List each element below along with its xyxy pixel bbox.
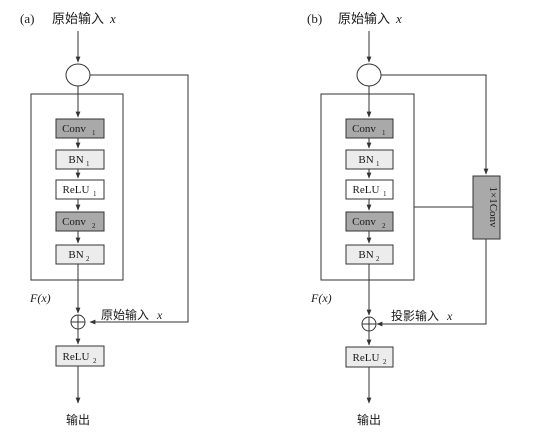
panel-b-projection-block xyxy=(472,175,501,240)
panel-b-bn1-text: BN xyxy=(358,154,373,166)
panel-a-input-var: x xyxy=(109,11,116,26)
panel-b-input-var: x xyxy=(395,11,402,26)
panel-b-relu1-text: ReLU xyxy=(353,184,380,196)
panel-b-shortcut-line-bottom xyxy=(376,239,487,327)
panel-a-bn1-block xyxy=(55,149,105,170)
panel-b-conv1-sub: 1 xyxy=(382,129,386,137)
panel-a-relu2-text: ReLU xyxy=(63,351,90,363)
panel-a-bn1-text: BN xyxy=(68,154,83,166)
panel-b-shortcut-line-top xyxy=(381,74,489,175)
panel-b-bn2-sub: 2 xyxy=(376,255,380,263)
panel-b-relu2-sub: 2 xyxy=(383,358,387,366)
panel-b-label: (b) xyxy=(307,11,322,26)
panel-a-bn2-sub: 2 xyxy=(86,255,90,263)
panel-a-conv2-block xyxy=(55,211,105,232)
panel-b-relu1-sub: 1 xyxy=(383,190,387,198)
panel-a-relu1-block xyxy=(55,179,105,200)
panel-a-label: (a) xyxy=(20,11,34,26)
panel-a-relu2-block xyxy=(55,345,105,367)
panel-a-conv2-text: Conv xyxy=(62,216,86,228)
panel-b-output-label: 输出 xyxy=(357,412,381,427)
panel-b-conv2-text: Conv xyxy=(352,216,376,228)
panel-a-function-label: F(x) xyxy=(29,291,51,305)
panel-a-shortcut-line xyxy=(89,74,189,325)
panel-b-conv2-sub: 2 xyxy=(382,222,386,230)
panel-b-bn2-text: BN xyxy=(358,249,373,261)
panel-a-bn2-text: BN xyxy=(68,249,83,261)
panel-a-conv1-sub: 1 xyxy=(92,129,96,137)
panel-a-shortcut-label: 原始输入 xyxy=(101,307,149,322)
panel-a-output-label: 输出 xyxy=(66,412,90,427)
panel-a-input-label: 原始输入 xyxy=(52,11,104,27)
panel-b-relu2-text: ReLU xyxy=(353,352,380,364)
panel-b-split-node xyxy=(356,63,382,87)
panel-a-bn1-sub: 1 xyxy=(86,160,90,168)
panel-b-projection-text: 1×1Conv xyxy=(487,186,499,228)
panel-a-shortcut-var: x xyxy=(156,308,163,322)
panel-a-add-node xyxy=(70,314,86,330)
panel-a-function-frame xyxy=(30,93,124,281)
panel-a-conv1-block xyxy=(55,118,105,139)
panel-b-bn1-sub: 1 xyxy=(376,160,380,168)
panel-a-conv2-sub: 2 xyxy=(92,222,96,230)
panel-b-function-frame xyxy=(320,93,415,281)
panel-a-split-node xyxy=(65,63,91,87)
panel-a-relu2-sub: 2 xyxy=(93,357,97,365)
panel-b-shortcut-label: 投影输入 xyxy=(391,308,439,323)
panel-a-conv1-text: Conv xyxy=(62,123,86,135)
panel-b: (b) 原始输入 x 1×1Conv Conv 1 BN 1 ReLU 1 Co… xyxy=(307,11,501,427)
panel-a-bn2-block xyxy=(55,244,105,265)
panel-b-add-node xyxy=(361,316,377,332)
panel-b-input-label: 原始输入 xyxy=(338,11,390,27)
panel-b-conv1-text: Conv xyxy=(352,123,376,135)
panel-b-function-label: F(x) xyxy=(310,291,332,305)
panel-a-relu1-text: ReLU xyxy=(63,184,90,196)
panel-b-shortcut-var: x xyxy=(446,309,453,323)
panel-a: (a) 原始输入 x Conv 1 BN 1 ReLU 1 Conv 2 BN … xyxy=(20,11,189,427)
panel-a-relu1-sub: 1 xyxy=(93,190,97,198)
